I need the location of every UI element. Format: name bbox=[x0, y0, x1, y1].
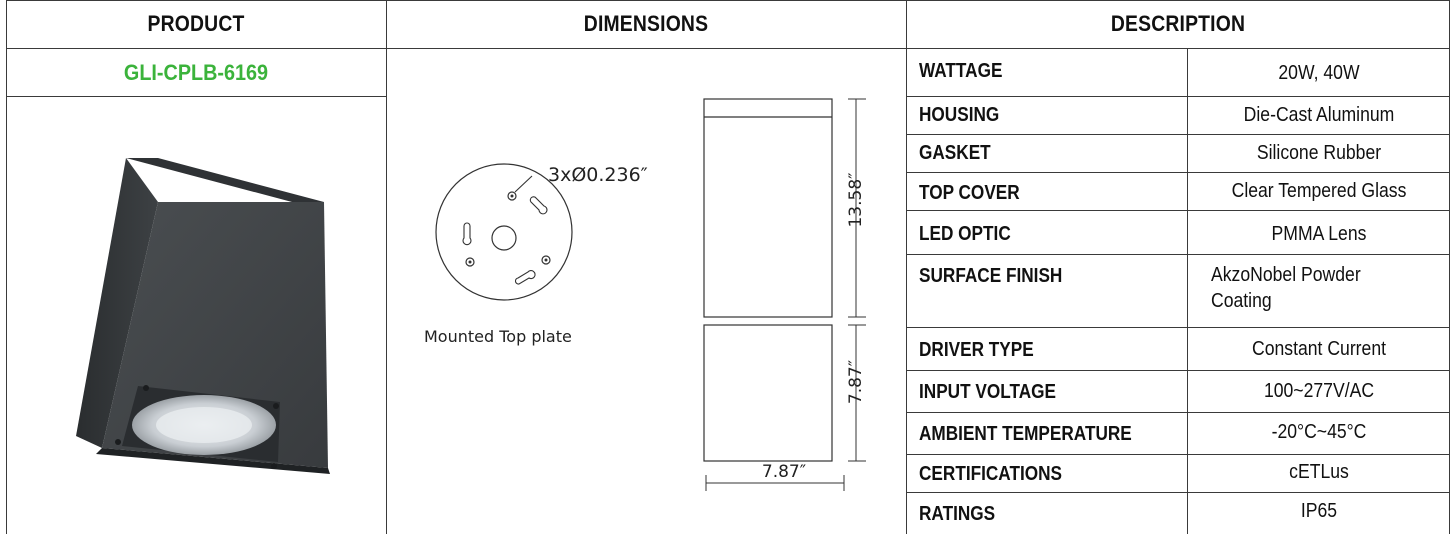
spec-row-line bbox=[906, 370, 1450, 371]
spec-label-gasket: GASKET bbox=[919, 142, 991, 164]
border-top bbox=[6, 0, 1450, 1]
spec-value-ratings: IP65 bbox=[1300, 500, 1338, 522]
spec-value-wattage: 20W, 40W bbox=[1278, 62, 1360, 84]
spec-row-line bbox=[906, 412, 1450, 413]
header-description: DESCRIPTION bbox=[1110, 11, 1246, 36]
col-divider-1 bbox=[386, 0, 387, 534]
spec-label-certifications: CERTIFICATIONS bbox=[919, 463, 1063, 485]
spec-label-top-cover: TOP COVER bbox=[919, 182, 1020, 204]
border-left bbox=[6, 0, 7, 534]
spec-row-line bbox=[906, 210, 1450, 211]
spec-label-housing: HOUSING bbox=[919, 104, 1000, 126]
spec-value-housing: Die-Cast Aluminum bbox=[1243, 104, 1395, 126]
hole-size-label: 3xØ0.236″ bbox=[548, 164, 648, 186]
product-code-divider bbox=[6, 96, 386, 97]
spec-col-divider bbox=[1187, 48, 1188, 534]
spec-value-top-cover: Clear Tempered Glass bbox=[1231, 180, 1407, 202]
spec-value-led-optic: PMMA Lens bbox=[1271, 223, 1367, 245]
side-elevation-drawing bbox=[703, 98, 866, 491]
spec-row-line bbox=[906, 492, 1450, 493]
spec-row-line bbox=[906, 254, 1450, 255]
spec-row-line bbox=[906, 454, 1450, 455]
spec-row-line bbox=[906, 327, 1450, 328]
spec-label-surface-finish: SURFACE FINISH bbox=[919, 265, 1063, 287]
spec-value-driver-type: Constant Current bbox=[1251, 338, 1387, 360]
ceiling-light-fixture-icon bbox=[76, 158, 330, 474]
spec-label-driver-type: DRIVER TYPE bbox=[919, 339, 1034, 361]
spec-value-input-voltage: 100~277V/AC bbox=[1263, 380, 1375, 402]
height-upper-label: 13.58″ bbox=[846, 172, 866, 228]
header-dimensions: DIMENSIONS bbox=[583, 11, 709, 36]
mounting-plate-drawing bbox=[435, 163, 573, 301]
border-right bbox=[1449, 0, 1450, 534]
spec-value-surface-finish: AkzoNobel Powder Coating bbox=[1211, 264, 1361, 312]
spec-label-ratings: RATINGS bbox=[919, 503, 996, 525]
spec-value-ambient-temperature: -20°C~45°C bbox=[1271, 421, 1367, 443]
spec-value-gasket: Silicone Rubber bbox=[1256, 142, 1382, 164]
spec-label-ambient-temperature: AMBIENT TEMPERATURE bbox=[919, 423, 1132, 445]
spec-label-input-voltage: INPUT VOLTAGE bbox=[919, 381, 1056, 403]
product-code: GLI-CPLB-6169 bbox=[123, 60, 269, 85]
spec-sheet-table: PRODUCT DIMENSIONS DESCRIPTION GLI-CPLB-… bbox=[6, 0, 1450, 534]
width-label: 7.87″ bbox=[761, 462, 807, 482]
spec-label-wattage: WATTAGE bbox=[919, 60, 1003, 82]
col-divider-2 bbox=[906, 0, 907, 534]
header-product: PRODUCT bbox=[147, 11, 245, 36]
spec-row-line bbox=[906, 96, 1450, 97]
spec-row-line bbox=[906, 134, 1450, 135]
spec-row-line bbox=[906, 172, 1450, 173]
spec-label-led-optic: LED OPTIC bbox=[919, 223, 1011, 245]
spec-value-certifications: cETLus bbox=[1289, 461, 1349, 483]
mounting-plate-caption: Mounted Top plate bbox=[424, 327, 572, 346]
header-divider bbox=[6, 48, 1450, 49]
height-lower-label: 7.87″ bbox=[846, 359, 866, 405]
